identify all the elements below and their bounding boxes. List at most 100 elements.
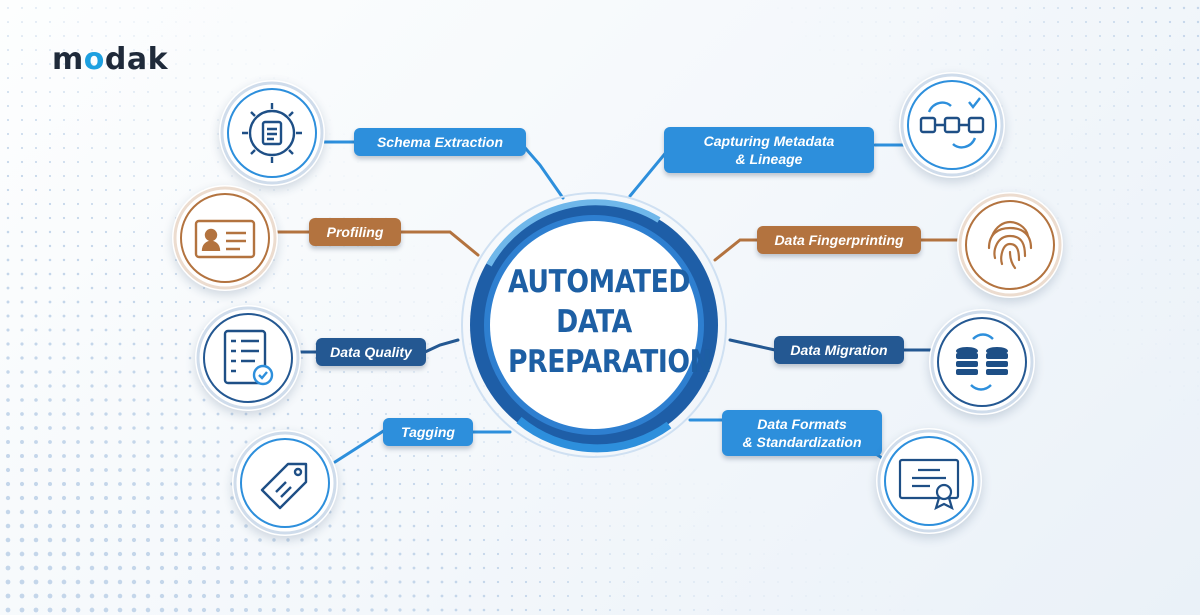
background-dot: [1071, 133, 1073, 135]
background-dot: [357, 273, 359, 275]
background-dot: [959, 35, 961, 37]
background-dot: [21, 91, 23, 93]
background-dot: [343, 175, 345, 177]
background-dot: [357, 385, 359, 387]
background-dot: [77, 21, 79, 23]
background-dot: [917, 49, 919, 51]
background-dot: [161, 161, 163, 163]
background-dot: [847, 49, 849, 51]
background-dot: [90, 272, 94, 276]
background-dot: [174, 356, 178, 360]
background-dot: [1043, 161, 1045, 163]
background-dot: [147, 217, 149, 219]
background-dot: [48, 230, 52, 234]
connector-migration: [728, 338, 777, 352]
connector-quality-hub: [423, 338, 460, 354]
background-dot: [1029, 147, 1031, 149]
background-dot: [1113, 49, 1115, 51]
background-dot: [1141, 357, 1143, 359]
background-dot: [1015, 77, 1017, 79]
background-dot: [189, 133, 191, 135]
background-dot: [119, 91, 121, 93]
background-dot: [371, 175, 373, 177]
background-dot: [216, 300, 220, 304]
background-dot: [34, 300, 38, 304]
background-dot: [1071, 119, 1073, 121]
background-dot: [875, 105, 877, 107]
background-dot: [77, 119, 79, 121]
background-dot: [188, 342, 192, 346]
background-dot: [34, 174, 38, 178]
background-dot: [161, 203, 163, 205]
background-dot: [343, 161, 345, 163]
background-dot: [133, 77, 135, 79]
background-dot: [160, 258, 164, 262]
certificate-icon: [876, 428, 982, 534]
background-dot: [875, 91, 877, 93]
background-dot: [1071, 161, 1073, 163]
background-dot: [259, 301, 261, 303]
background-dot: [959, 21, 961, 23]
background-dot: [1141, 231, 1143, 233]
background-dot: [119, 7, 121, 9]
background-dot: [301, 245, 303, 247]
background-dot: [1155, 161, 1157, 163]
background-dot: [48, 188, 52, 192]
background-dot: [76, 230, 80, 234]
background-dot: [104, 398, 108, 402]
background-dot: [48, 244, 52, 248]
background-dot: [49, 21, 51, 23]
background-dot: [175, 7, 177, 9]
background-dot: [105, 133, 107, 135]
background-dot: [175, 119, 177, 121]
background-dot: [1155, 357, 1157, 359]
background-dot: [1197, 357, 1199, 359]
background-dot: [917, 63, 919, 65]
background-dot: [287, 259, 289, 261]
background-dot: [147, 133, 149, 135]
background-dot: [889, 77, 891, 79]
background-dot: [160, 272, 164, 276]
background-dot: [161, 105, 163, 107]
background-dot: [90, 216, 94, 220]
background-dot: [1001, 161, 1003, 163]
background-dot: [427, 357, 429, 359]
background-dot: [1001, 77, 1003, 79]
background-dot: [1071, 147, 1073, 149]
background-dot: [889, 105, 891, 107]
background-dot: [1127, 105, 1129, 107]
background-dot: [1169, 161, 1171, 163]
background-dot: [917, 77, 919, 79]
background-dot: [1001, 63, 1003, 65]
background-dot: [1043, 7, 1045, 9]
background-dot: [48, 328, 52, 332]
background-dot: [1169, 245, 1171, 247]
background-dot: [301, 217, 303, 219]
checklist-icon: [195, 305, 301, 411]
background-dot: [63, 7, 65, 9]
background-dot: [1183, 245, 1185, 247]
background-dot: [1197, 371, 1199, 373]
background-dot: [217, 119, 219, 121]
database-transfer-icon: [929, 309, 1035, 415]
background-dot: [1169, 189, 1171, 191]
background-dot: [357, 287, 359, 289]
background-dot: [1183, 287, 1185, 289]
background-dot: [77, 105, 79, 107]
background-dot: [63, 21, 65, 23]
background-dot: [245, 63, 247, 65]
background-dot: [259, 49, 261, 51]
background-dot: [889, 35, 891, 37]
background-dot: [917, 35, 919, 37]
background-dot: [413, 259, 415, 261]
background-dot: [1183, 119, 1185, 121]
background-dot: [1126, 6, 1130, 10]
background-dot: [147, 175, 149, 177]
background-dot: [847, 7, 849, 9]
background-dot: [118, 356, 122, 360]
background-dot: [357, 203, 359, 205]
background-dot: [1113, 231, 1115, 233]
background-dot: [133, 133, 135, 135]
background-dot: [1155, 273, 1157, 275]
background-dot: [1168, 20, 1172, 24]
